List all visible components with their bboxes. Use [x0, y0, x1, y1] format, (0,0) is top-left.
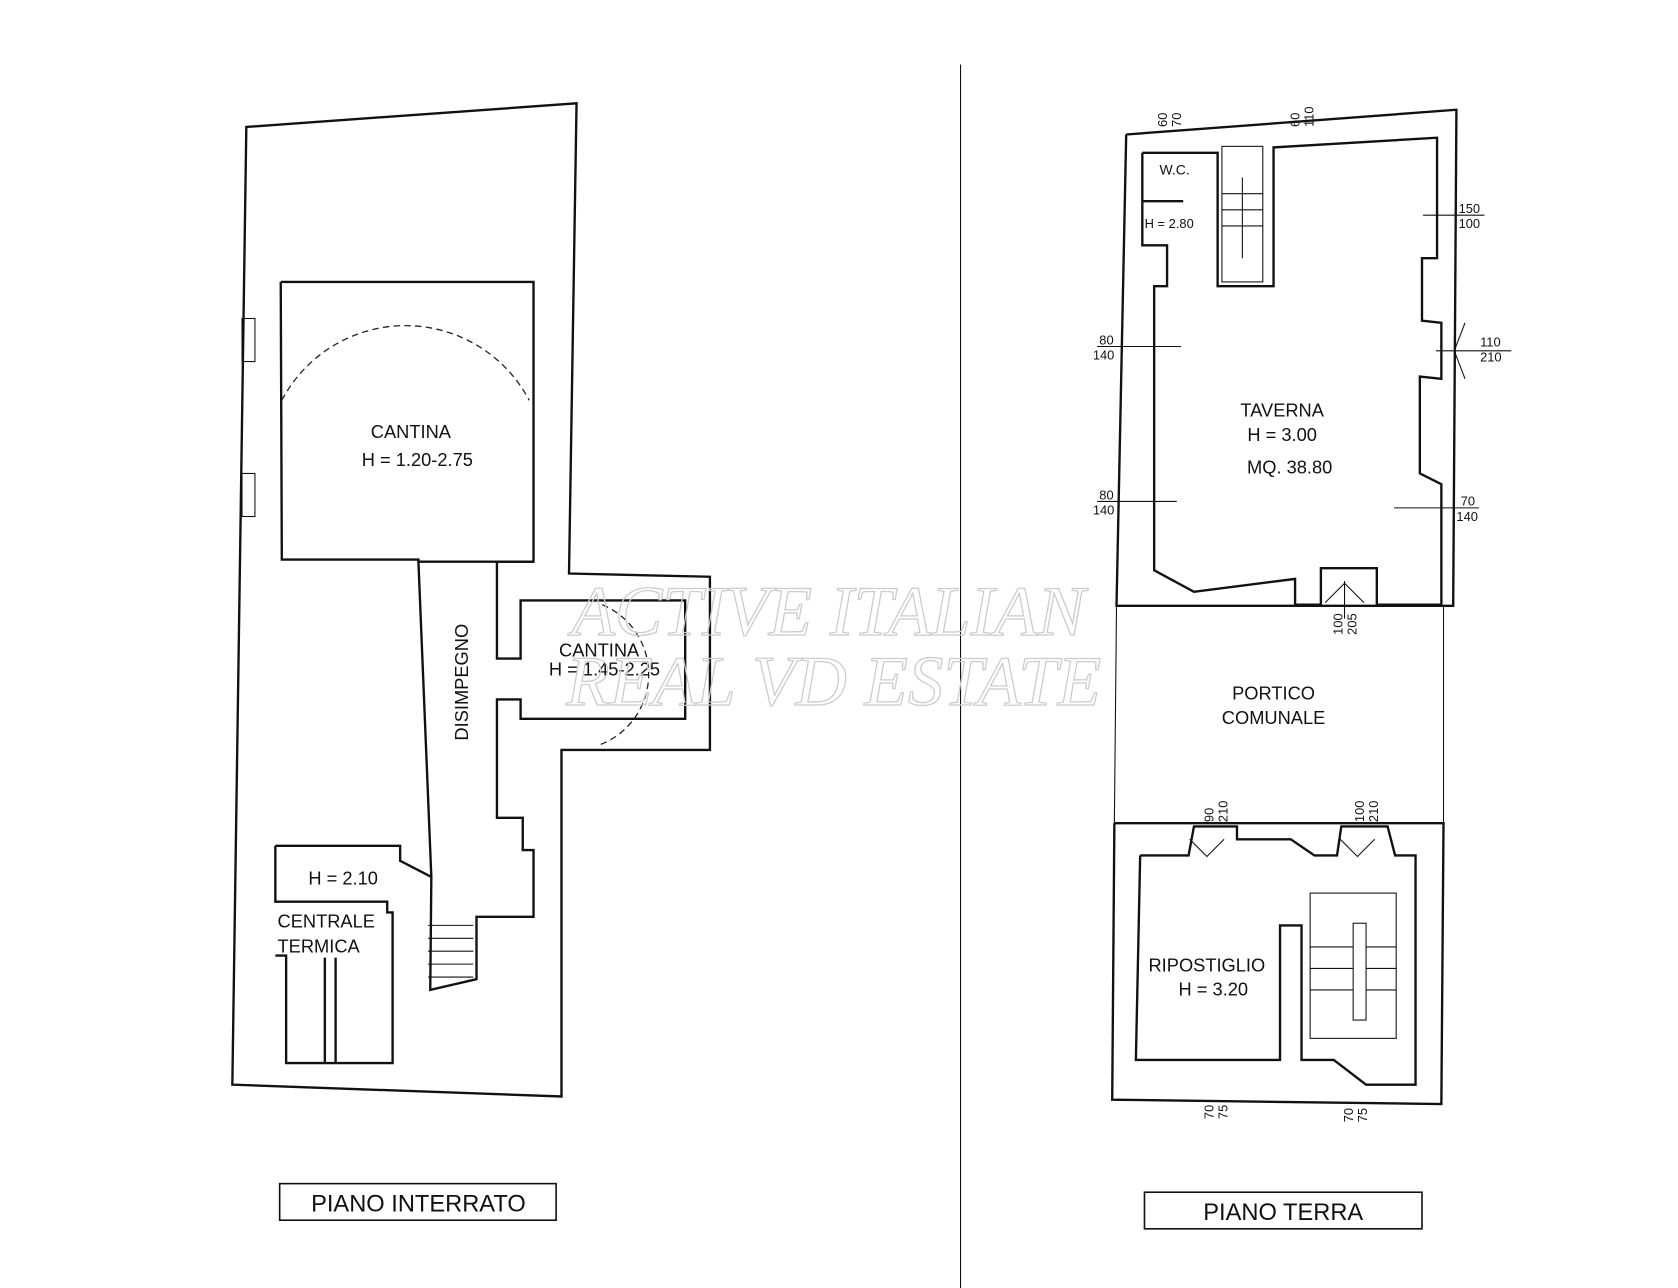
room-name: CANTINA: [371, 421, 452, 442]
room-name: TAVERNA: [1240, 399, 1324, 420]
basement-outline: [231, 102, 712, 1098]
vault-arc: [599, 604, 650, 746]
svg-text:REAL VD ESTATE: REAL VD ESTATE: [565, 643, 1101, 721]
room-height: H = 2.80: [1145, 216, 1194, 231]
svg-text:60: 60: [1287, 113, 1302, 127]
room-height: H = 2.10: [308, 867, 378, 888]
room-name: CENTRALE: [278, 911, 375, 932]
room-height: H = 1.20-2.75: [362, 449, 473, 470]
svg-text:70: 70: [1201, 1105, 1216, 1119]
svg-text:140: 140: [1093, 502, 1115, 517]
svg-text:210: 210: [1366, 801, 1381, 823]
room-name: PORTICO: [1232, 682, 1315, 703]
svg-text:70: 70: [1461, 494, 1475, 509]
room-height: H = 1.45-2.25: [549, 659, 660, 680]
room-name: RIPOSTIGLIO: [1149, 955, 1266, 976]
svg-text:ACTIVE ITALIAN: ACTIVE ITALIAN: [568, 573, 1089, 651]
ripostiglio-stairs: [1309, 892, 1397, 1039]
svg-text:75: 75: [1355, 1108, 1370, 1122]
svg-text:150: 150: [1459, 201, 1481, 216]
room-name: CANTINA: [559, 639, 640, 660]
svg-text:75: 75: [1215, 1105, 1230, 1119]
svg-text:80: 80: [1099, 487, 1113, 502]
svg-text:110: 110: [1301, 106, 1316, 127]
svg-text:140: 140: [1093, 347, 1115, 362]
vault-arc: [281, 325, 530, 401]
room-name: W.C.: [1159, 161, 1189, 177]
room-name: TERMICA: [278, 935, 361, 956]
svg-text:80: 80: [1099, 332, 1113, 347]
room-height: H = 3.00: [1247, 424, 1317, 445]
svg-text:210: 210: [1215, 801, 1230, 823]
title-box: [278, 1182, 557, 1222]
window-icon: [241, 317, 256, 363]
svg-text:60: 60: [1155, 113, 1170, 127]
room-area: MQ. 38.80: [1247, 456, 1332, 477]
svg-text:70: 70: [1341, 1108, 1356, 1122]
svg-text:205: 205: [1344, 613, 1359, 635]
plan-title: PIANO INTERRATO: [311, 1192, 526, 1218]
opening-dimensions: 60 70 60 110 150 100 80 140 110 210 80 1…: [1093, 106, 1502, 1122]
svg-text:210: 210: [1480, 350, 1502, 365]
title-box: [1143, 1191, 1423, 1230]
room-height: H = 3.20: [1179, 978, 1249, 999]
svg-text:90: 90: [1201, 808, 1216, 822]
room-name: DISIMPEGNO: [451, 624, 472, 741]
window-icon: [241, 472, 256, 518]
svg-text:110: 110: [1480, 334, 1501, 349]
plan-title: PIANO TERRA: [1203, 1200, 1363, 1226]
door-swing-icons: [1097, 214, 1512, 858]
room-name: COMUNALE: [1222, 707, 1326, 728]
basement-plan: CANTINA H = 1.20-2.75 CANTINA H = 1.45-2…: [231, 102, 712, 1222]
basement-stairs: [428, 924, 474, 978]
svg-text:100: 100: [1330, 613, 1345, 635]
watermark: ACTIVE ITALIAN REAL VD ESTATE: [564, 572, 1101, 721]
svg-text:70: 70: [1169, 113, 1184, 127]
svg-text:100: 100: [1352, 801, 1367, 823]
svg-text:140: 140: [1456, 509, 1478, 524]
svg-text:100: 100: [1459, 216, 1481, 231]
ground-plan: W.C. H = 2.80 TAVERNA H = 3.00 MQ. 38.80…: [1093, 106, 1512, 1230]
taverna-stairs: [1221, 145, 1264, 283]
